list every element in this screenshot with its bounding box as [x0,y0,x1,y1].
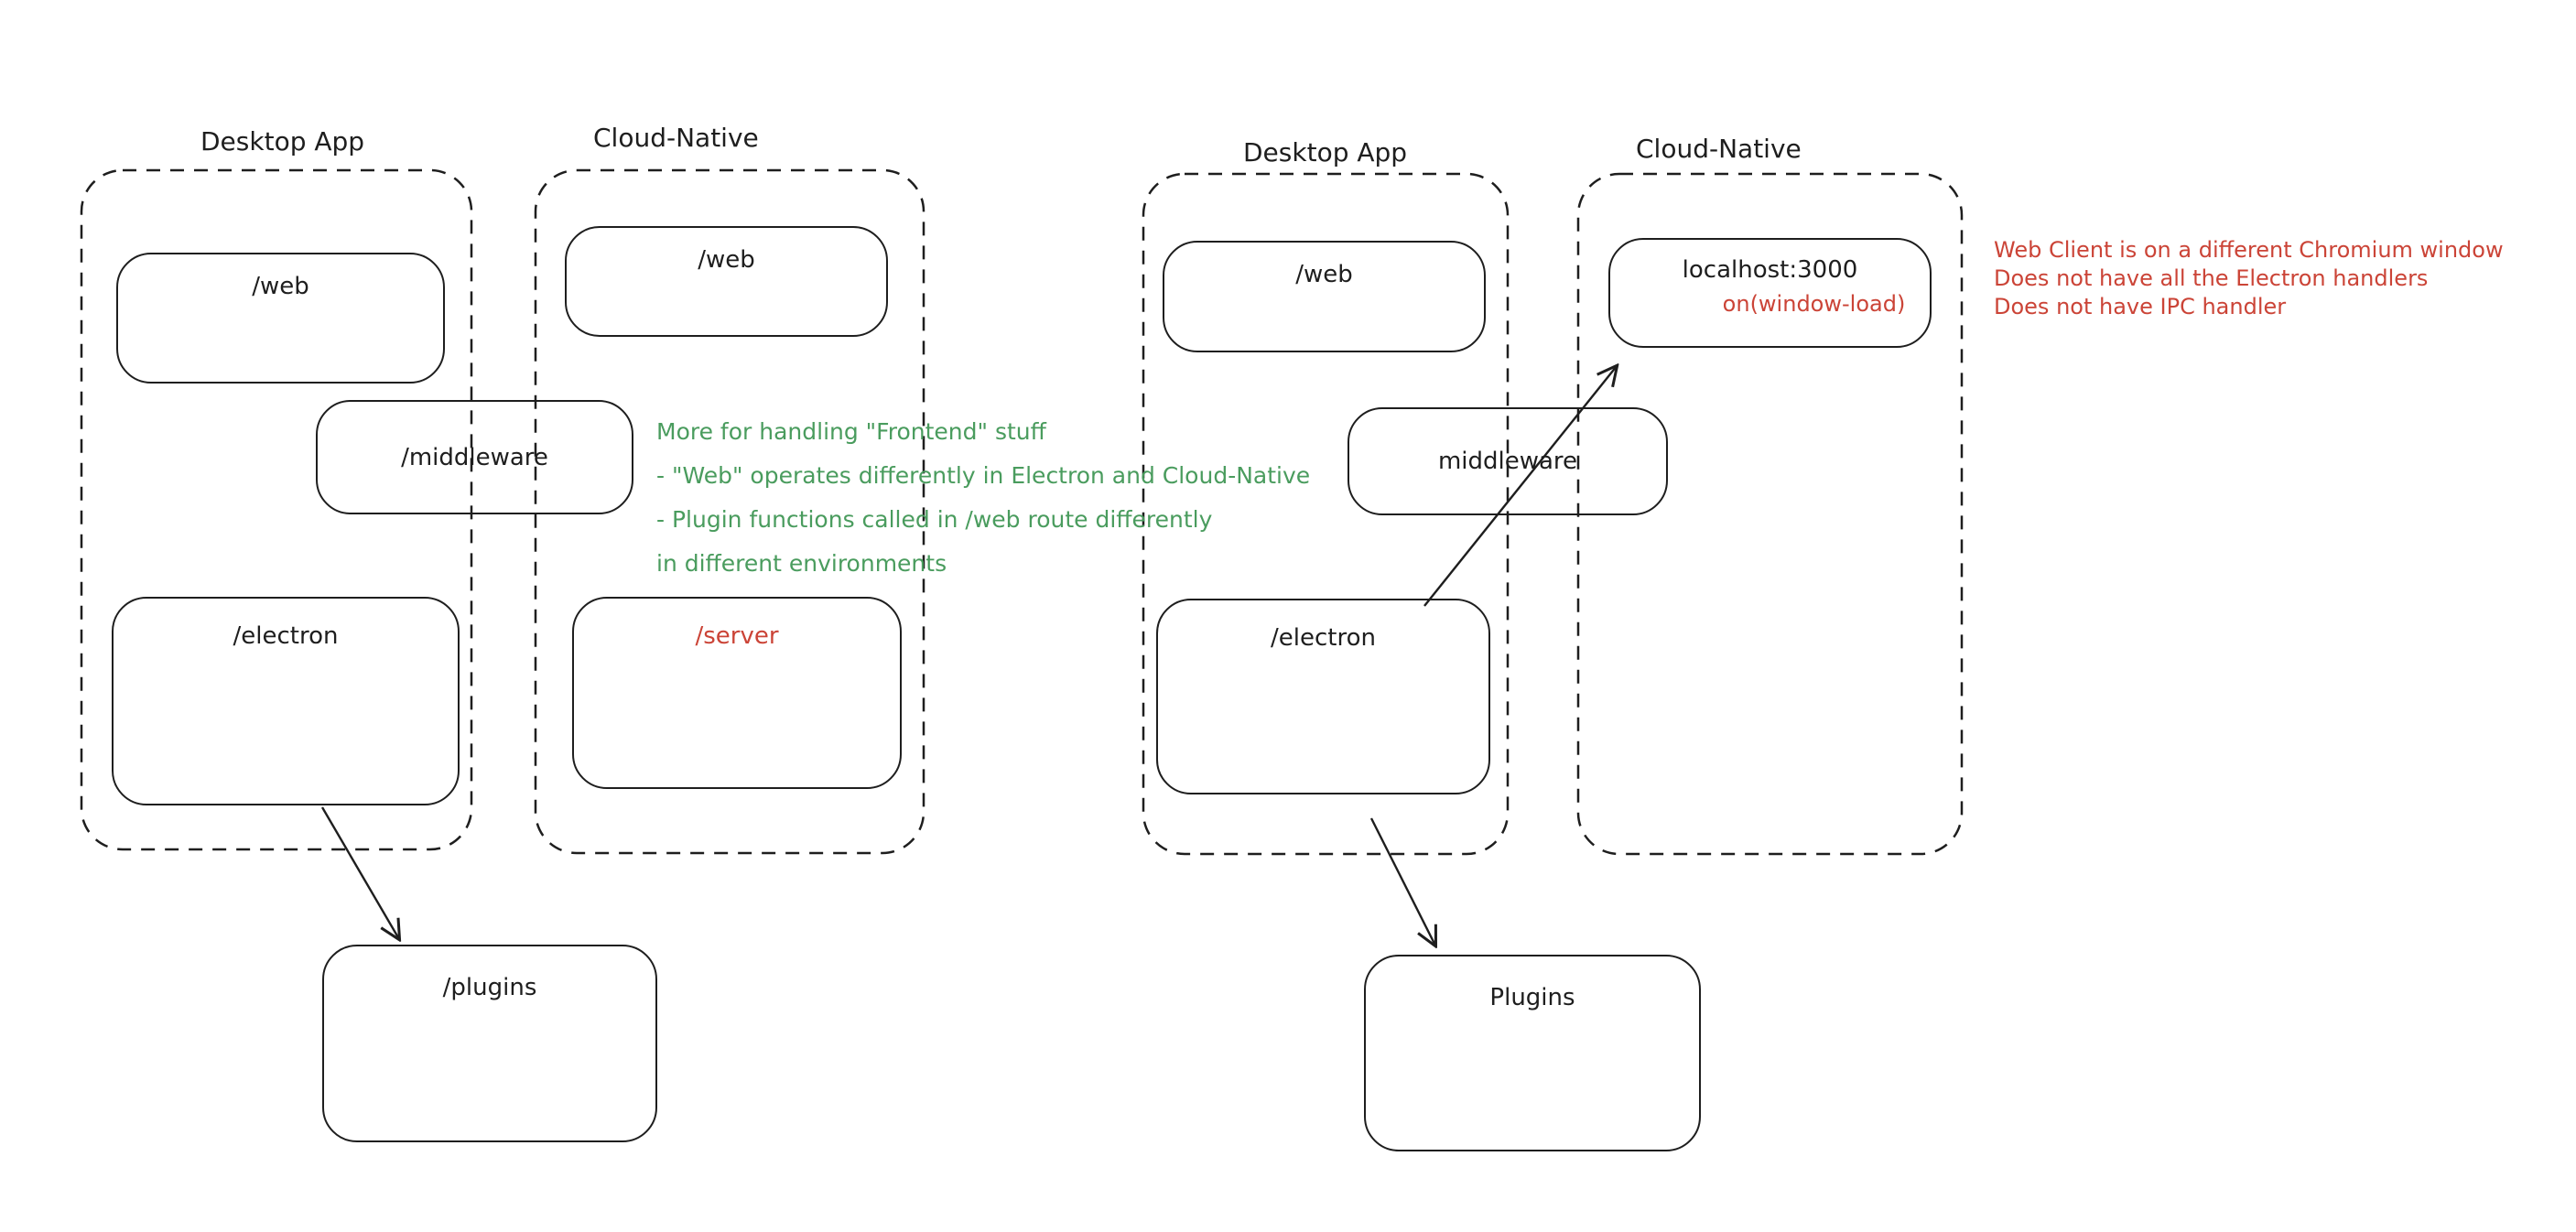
node-server-left[interactable]: /server [572,597,902,789]
green-note-line: - "Web" operates differently in Electron… [656,462,1311,489]
node-label: /electron [1271,624,1376,652]
node-plugins-right[interactable]: Plugins [1364,955,1701,1151]
node-label: Plugins [1489,984,1575,1011]
node-label: /plugins [442,974,537,1001]
node-label: middleware [1437,448,1578,475]
node-localhost-3000[interactable]: localhost:3000 on(window-load) [1608,238,1932,348]
node-middleware-left[interactable]: /middleware [316,400,633,514]
node-middleware-right[interactable]: middleware [1348,407,1668,515]
node-label: localhost:3000 [1682,256,1858,284]
node-label: /middleware [401,443,548,471]
node-web-desktop-left[interactable]: /web [116,253,445,384]
node-label: /web [698,246,755,274]
node-plugins-left[interactable]: /plugins [322,945,657,1142]
green-note-line: - Plugin functions called in /web route … [656,506,1213,533]
node-web-right[interactable]: /web [1163,241,1486,352]
arrow-electron-to-plugins-left[interactable] [320,806,399,939]
node-electron-left[interactable]: /electron [112,597,460,805]
node-label: /electron [233,622,339,650]
red-note-line: Does not have IPC handler [1994,294,2287,319]
node-label: /server [695,622,779,650]
title-desktop-app-right[interactable]: Desktop App [1243,137,1408,168]
title-cloud-native-right[interactable]: Cloud-Native [1636,134,1802,164]
green-annotation[interactable]: More for handling "Frontend" stuff - "We… [656,410,1310,586]
node-label: /web [1295,261,1353,288]
title-desktop-app-left[interactable]: Desktop App [200,126,365,157]
container-cloud-native-left[interactable] [534,168,925,855]
red-note-line: Does not have all the Electron handlers [1994,265,2429,291]
node-web-cloud-left[interactable]: /web [565,226,888,337]
green-note-line: in different environments [656,550,947,577]
node-sublabel-window-load: on(window-load) [1722,291,1906,317]
title-cloud-native-left[interactable]: Cloud-Native [593,123,759,153]
node-label: /web [252,273,309,300]
green-note-line: More for handling "Frontend" stuff [656,418,1046,445]
red-annotation[interactable]: Web Client is on a different Chromium wi… [1994,236,2504,321]
container-desktop-app-left[interactable] [80,168,473,851]
red-note-line: Web Client is on a different Chromium wi… [1994,237,2504,263]
arrow-electron-to-plugins-right[interactable] [1369,817,1435,946]
node-electron-right[interactable]: /electron [1156,599,1490,794]
arrow-electron-to-localhost-right[interactable] [1423,366,1617,607]
